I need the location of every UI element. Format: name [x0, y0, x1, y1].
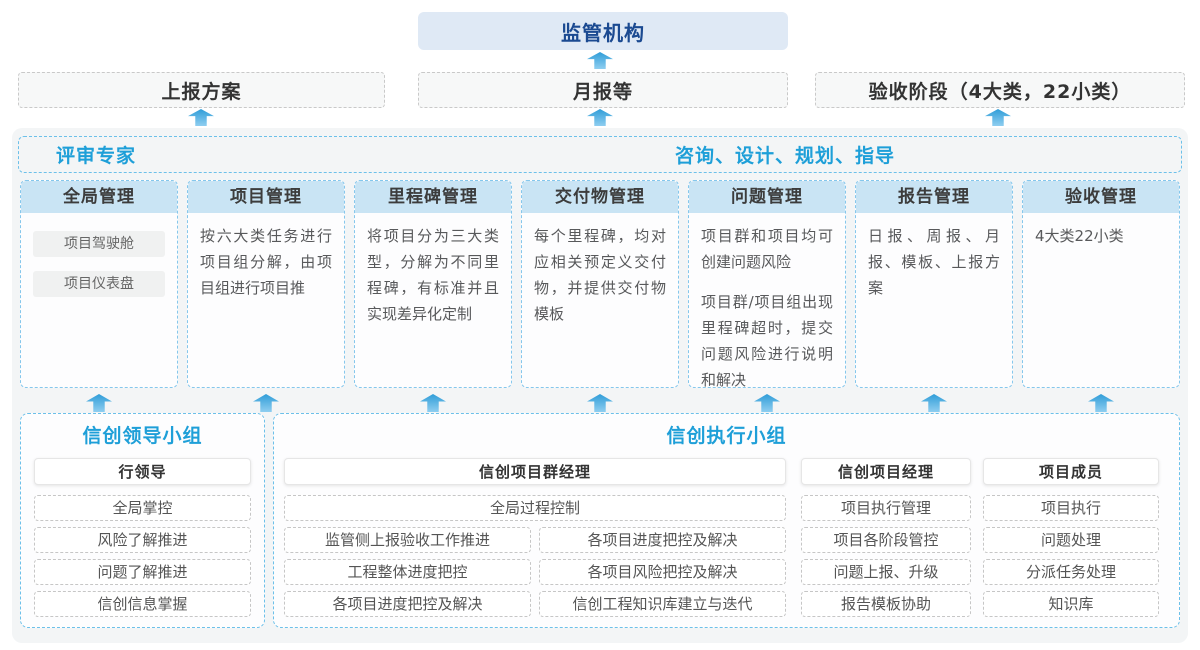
column-title: 项目管理 — [188, 181, 344, 213]
regulator-box: 监管机构 — [418, 12, 788, 50]
regulator-label: 监管机构 — [561, 20, 645, 45]
column-description: 将项目分为三大类型，分解为不同里程碑，有标准并且实现差异化定制 — [367, 227, 499, 323]
column-title: 里程碑管理 — [355, 181, 511, 213]
column-description: 项目群/项目组出现里程碑超时，提交问题风险进行说明和解决 — [701, 293, 833, 388]
monthly-report-label: 月报等 — [572, 80, 633, 103]
project-manager-section: 信创项目经理 项目执行管理 项目各阶段管控 问题上报、升级 报告模板协助 — [801, 458, 971, 617]
list-item: 风险了解推进 — [34, 527, 251, 553]
list-item: 监管侧上报验收工作推进 — [284, 527, 531, 553]
column-title: 问题管理 — [689, 181, 845, 213]
executor-group-title: 信创执行小组 — [666, 425, 787, 447]
list-item: 分派任务处理 — [983, 559, 1159, 585]
list-item: 各项目风险把控及解决 — [539, 559, 786, 585]
list-item: 全局过程控制 — [284, 495, 786, 521]
pill-project-cockpit: 项目驾驶舱 — [33, 231, 165, 257]
pill-project-dashboard: 项目仪表盘 — [33, 271, 165, 297]
list-item: 项目各阶段管控 — [801, 527, 971, 553]
column-deliverable: 交付物管理 每个里程碑，均对应相关预定义交付物，并提供交付物模板 — [521, 180, 679, 388]
column-description: 4大类22小类 — [1035, 227, 1124, 245]
column-global: 全局管理 项目驾驶舱 项目仪表盘 — [20, 180, 178, 388]
list-item: 报告模板协助 — [801, 591, 971, 617]
up-arrow-icon — [587, 109, 613, 126]
column-title: 全局管理 — [21, 181, 177, 213]
list-item: 信创信息掌握 — [34, 591, 251, 617]
list-item: 问题了解推进 — [34, 559, 251, 585]
report-plan-label: 上报方案 — [161, 80, 242, 103]
list-item: 知识库 — [983, 591, 1159, 617]
box-monthly-report: 月报等 — [418, 72, 788, 108]
leader-group-box: 信创领导小组 行领导 全局掌控 风险了解推进 问题了解推进 信创信息掌握 — [20, 413, 265, 628]
leader-group-title: 信创领导小组 — [82, 425, 203, 447]
column-project: 项目管理 按六大类任务进行项目组分解，由项目组进行项目推 — [187, 180, 345, 388]
up-arrow-icon — [985, 109, 1011, 126]
list-item: 工程整体进度把控 — [284, 559, 531, 585]
column-report: 报告管理 日报、周报、月报、模板、上报方案 — [855, 180, 1013, 388]
program-manager-section: 信创项目群经理 全局过程控制 监管侧上报验收工作推进 各项目进度把控及解决 工程… — [284, 458, 786, 617]
column-description: 日报、周报、月报、模板、上报方案 — [868, 227, 1000, 297]
column-issue: 问题管理 项目群和项目均可创建问题风险 项目群/项目组出现里程碑超时，提交问题风… — [688, 180, 846, 388]
up-arrow-icon — [587, 52, 613, 69]
list-item: 各项目进度把控及解决 — [284, 591, 531, 617]
up-arrow-icon — [188, 109, 214, 126]
executor-group-box: 信创执行小组 信创项目群经理 全局过程控制 监管侧上报验收工作推进 各项目进度把… — [273, 413, 1180, 628]
list-item: 问题上报、升级 — [801, 559, 971, 585]
column-acceptance: 验收管理 4大类22小类 — [1022, 180, 1180, 388]
list-item: 全局掌控 — [34, 495, 251, 521]
box-report-plan: 上报方案 — [18, 72, 385, 108]
column-title: 报告管理 — [856, 181, 1012, 213]
list-item: 信创工程知识库建立与迭代 — [539, 591, 786, 617]
list-item: 项目执行 — [983, 495, 1159, 521]
column-milestone: 里程碑管理 将项目分为三大类型，分解为不同里程碑，有标准并且实现差异化定制 — [354, 180, 512, 388]
role-pill-project-member: 项目成员 — [983, 458, 1159, 485]
list-item: 问题处理 — [983, 527, 1159, 553]
consulting-label: 咨询、设计、规划、指导 — [674, 145, 895, 167]
project-member-section: 项目成员 项目执行 问题处理 分派任务处理 知识库 — [983, 458, 1159, 617]
list-item: 项目执行管理 — [801, 495, 971, 521]
box-acceptance-stage: 验收阶段（4大类，22小类） — [815, 72, 1185, 108]
column-title: 验收管理 — [1023, 181, 1179, 213]
review-experts-label: 评审专家 — [56, 145, 137, 167]
management-panel: 评审专家 咨询、设计、规划、指导 全局管理 项目驾驶舱 项目仪表盘 项目管理 按… — [12, 128, 1188, 643]
role-pill-project-manager: 信创项目经理 — [801, 458, 971, 485]
role-pill-program-manager: 信创项目群经理 — [284, 458, 786, 485]
list-item: 各项目进度把控及解决 — [539, 527, 786, 553]
role-pill-bank-leader: 行领导 — [34, 458, 251, 485]
column-description: 每个里程碑，均对应相关预定义交付物，并提供交付物模板 — [534, 227, 666, 323]
column-description: 按六大类任务进行项目组分解，由项目组进行项目推 — [200, 227, 332, 297]
column-description: 项目群和项目均可创建问题风险 — [701, 227, 833, 271]
acceptance-stage-label: 验收阶段（4大类，22小类） — [868, 80, 1132, 103]
column-title: 交付物管理 — [522, 181, 678, 213]
experts-header: 评审专家 咨询、设计、规划、指导 — [18, 136, 1182, 173]
